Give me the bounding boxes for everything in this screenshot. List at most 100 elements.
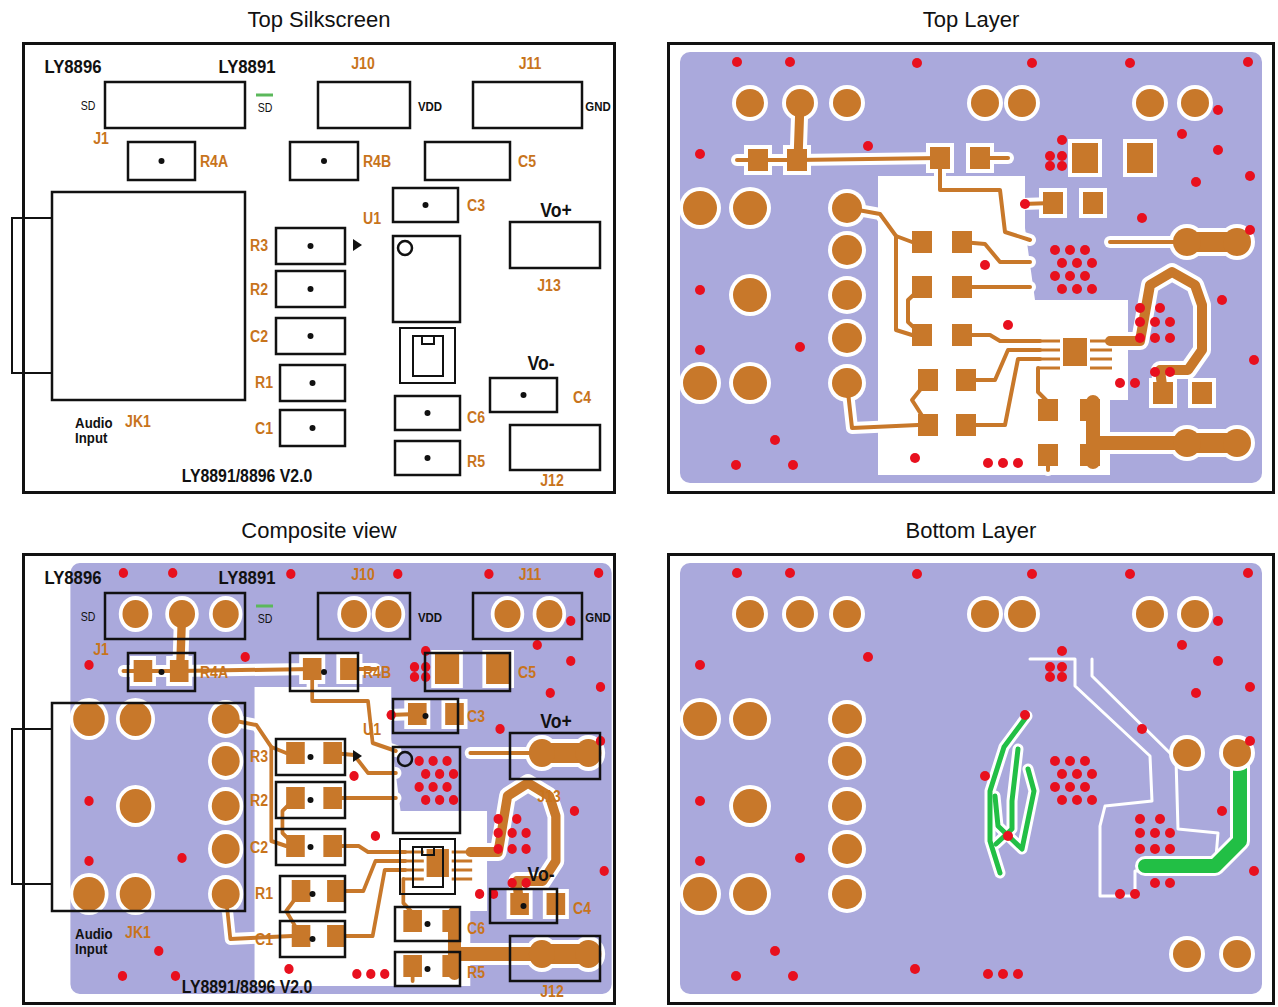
pin-name: VDD: [418, 611, 442, 624]
pad-clearance: [320, 783, 346, 813]
via: [1165, 844, 1175, 854]
smd-pad: [323, 787, 342, 809]
hole-clearance: [782, 596, 818, 632]
via: [533, 640, 542, 650]
via: [600, 866, 609, 876]
smd-pad: [956, 414, 976, 436]
hole-clearance: [1004, 85, 1040, 121]
reference-designator: J1: [93, 131, 109, 147]
pad-clearance: [926, 143, 954, 173]
reference-designator: R4B: [363, 665, 391, 681]
via: [983, 969, 993, 979]
via: [415, 756, 424, 766]
via: [177, 853, 186, 863]
through-hole-pad: [683, 702, 717, 736]
through-hole-pad: [733, 702, 767, 736]
through-hole-pad: [683, 191, 717, 225]
via: [521, 828, 530, 838]
via: [449, 795, 458, 805]
board-version: LY8891/8896 V2.0: [182, 467, 313, 485]
via: [1065, 756, 1075, 766]
via: [1087, 284, 1097, 294]
component-outline: [128, 653, 195, 691]
via: [415, 782, 424, 792]
via: [1165, 878, 1175, 888]
reference-designator: C6: [467, 921, 485, 937]
via: [1065, 271, 1075, 281]
via: [1177, 129, 1187, 139]
through-hole-pad: [213, 600, 239, 628]
through-hole-pad: [212, 746, 240, 776]
pin-name: SD: [258, 613, 273, 625]
pad-clearance: [1188, 378, 1216, 408]
via: [1057, 672, 1067, 682]
ground-pour: [70, 563, 611, 994]
through-hole-pad: [786, 600, 814, 628]
reference-designator: R2: [250, 793, 268, 809]
hole-clearance: [679, 362, 721, 404]
via: [1003, 831, 1013, 841]
component-outline: [510, 222, 600, 268]
ic-pin-pad: [1038, 349, 1060, 352]
via: [1135, 844, 1145, 854]
reference-designator: R1: [255, 375, 273, 391]
hole-clearance: [208, 742, 243, 780]
pad-clearance: [1034, 395, 1062, 425]
via: [1125, 58, 1135, 68]
through-hole-pad: [1136, 89, 1164, 117]
via: [1072, 284, 1082, 294]
through-hole-pad: [1136, 600, 1164, 628]
through-hole-pad: [733, 278, 767, 312]
pad-clearance: [431, 650, 463, 688]
ic-clearance: [400, 843, 476, 885]
hole-clearance: [828, 231, 866, 269]
via: [1213, 616, 1223, 626]
via: [1087, 258, 1097, 268]
through-hole-pad: [1173, 228, 1201, 256]
via: [1245, 736, 1255, 746]
via: [998, 458, 1008, 468]
hole-clearance: [967, 596, 1003, 632]
pad-clearance: [1079, 188, 1107, 218]
via: [788, 971, 798, 981]
smd-pad: [327, 880, 346, 902]
hole-clearance: [69, 698, 108, 740]
via: [1155, 303, 1165, 313]
through-hole-pad: [169, 600, 195, 628]
hole-clearance: [116, 698, 155, 740]
copper-trace: [966, 359, 1040, 425]
reference-designator: R1: [255, 886, 273, 902]
pad-clearance: [441, 699, 467, 729]
via: [494, 828, 503, 838]
copper-trace: [962, 335, 1040, 341]
via: [442, 756, 451, 766]
connector-name: Audio Input: [75, 415, 121, 445]
via: [410, 672, 419, 682]
through-hole-pad: [536, 600, 562, 628]
pad-clearance: [288, 876, 314, 906]
component-outline: [395, 441, 460, 475]
pad-clearance: [948, 272, 976, 302]
through-hole-pad: [1173, 429, 1201, 457]
component-outline: [105, 82, 245, 128]
via: [785, 568, 795, 578]
via: [1057, 795, 1067, 805]
reference-designator: C5: [518, 154, 536, 170]
pad-clearance: [914, 365, 942, 395]
pin1-mark: [398, 241, 412, 255]
through-hole-pad: [73, 702, 105, 736]
via: [349, 771, 358, 781]
smd-pad: [486, 654, 510, 684]
smd-pad: [323, 835, 342, 857]
pad-clearance: [299, 654, 325, 684]
msop-notch: [422, 336, 434, 344]
through-hole-pad: [832, 368, 862, 398]
center-dot: [310, 425, 316, 431]
ic-pin-pad: [1038, 340, 1060, 343]
via: [596, 682, 605, 692]
center-dot: [308, 243, 314, 249]
reference-designator: J12: [540, 473, 563, 489]
through-hole-pad: [529, 940, 555, 968]
signal-name: Vo-: [527, 864, 554, 884]
smd-pad: [510, 893, 529, 915]
